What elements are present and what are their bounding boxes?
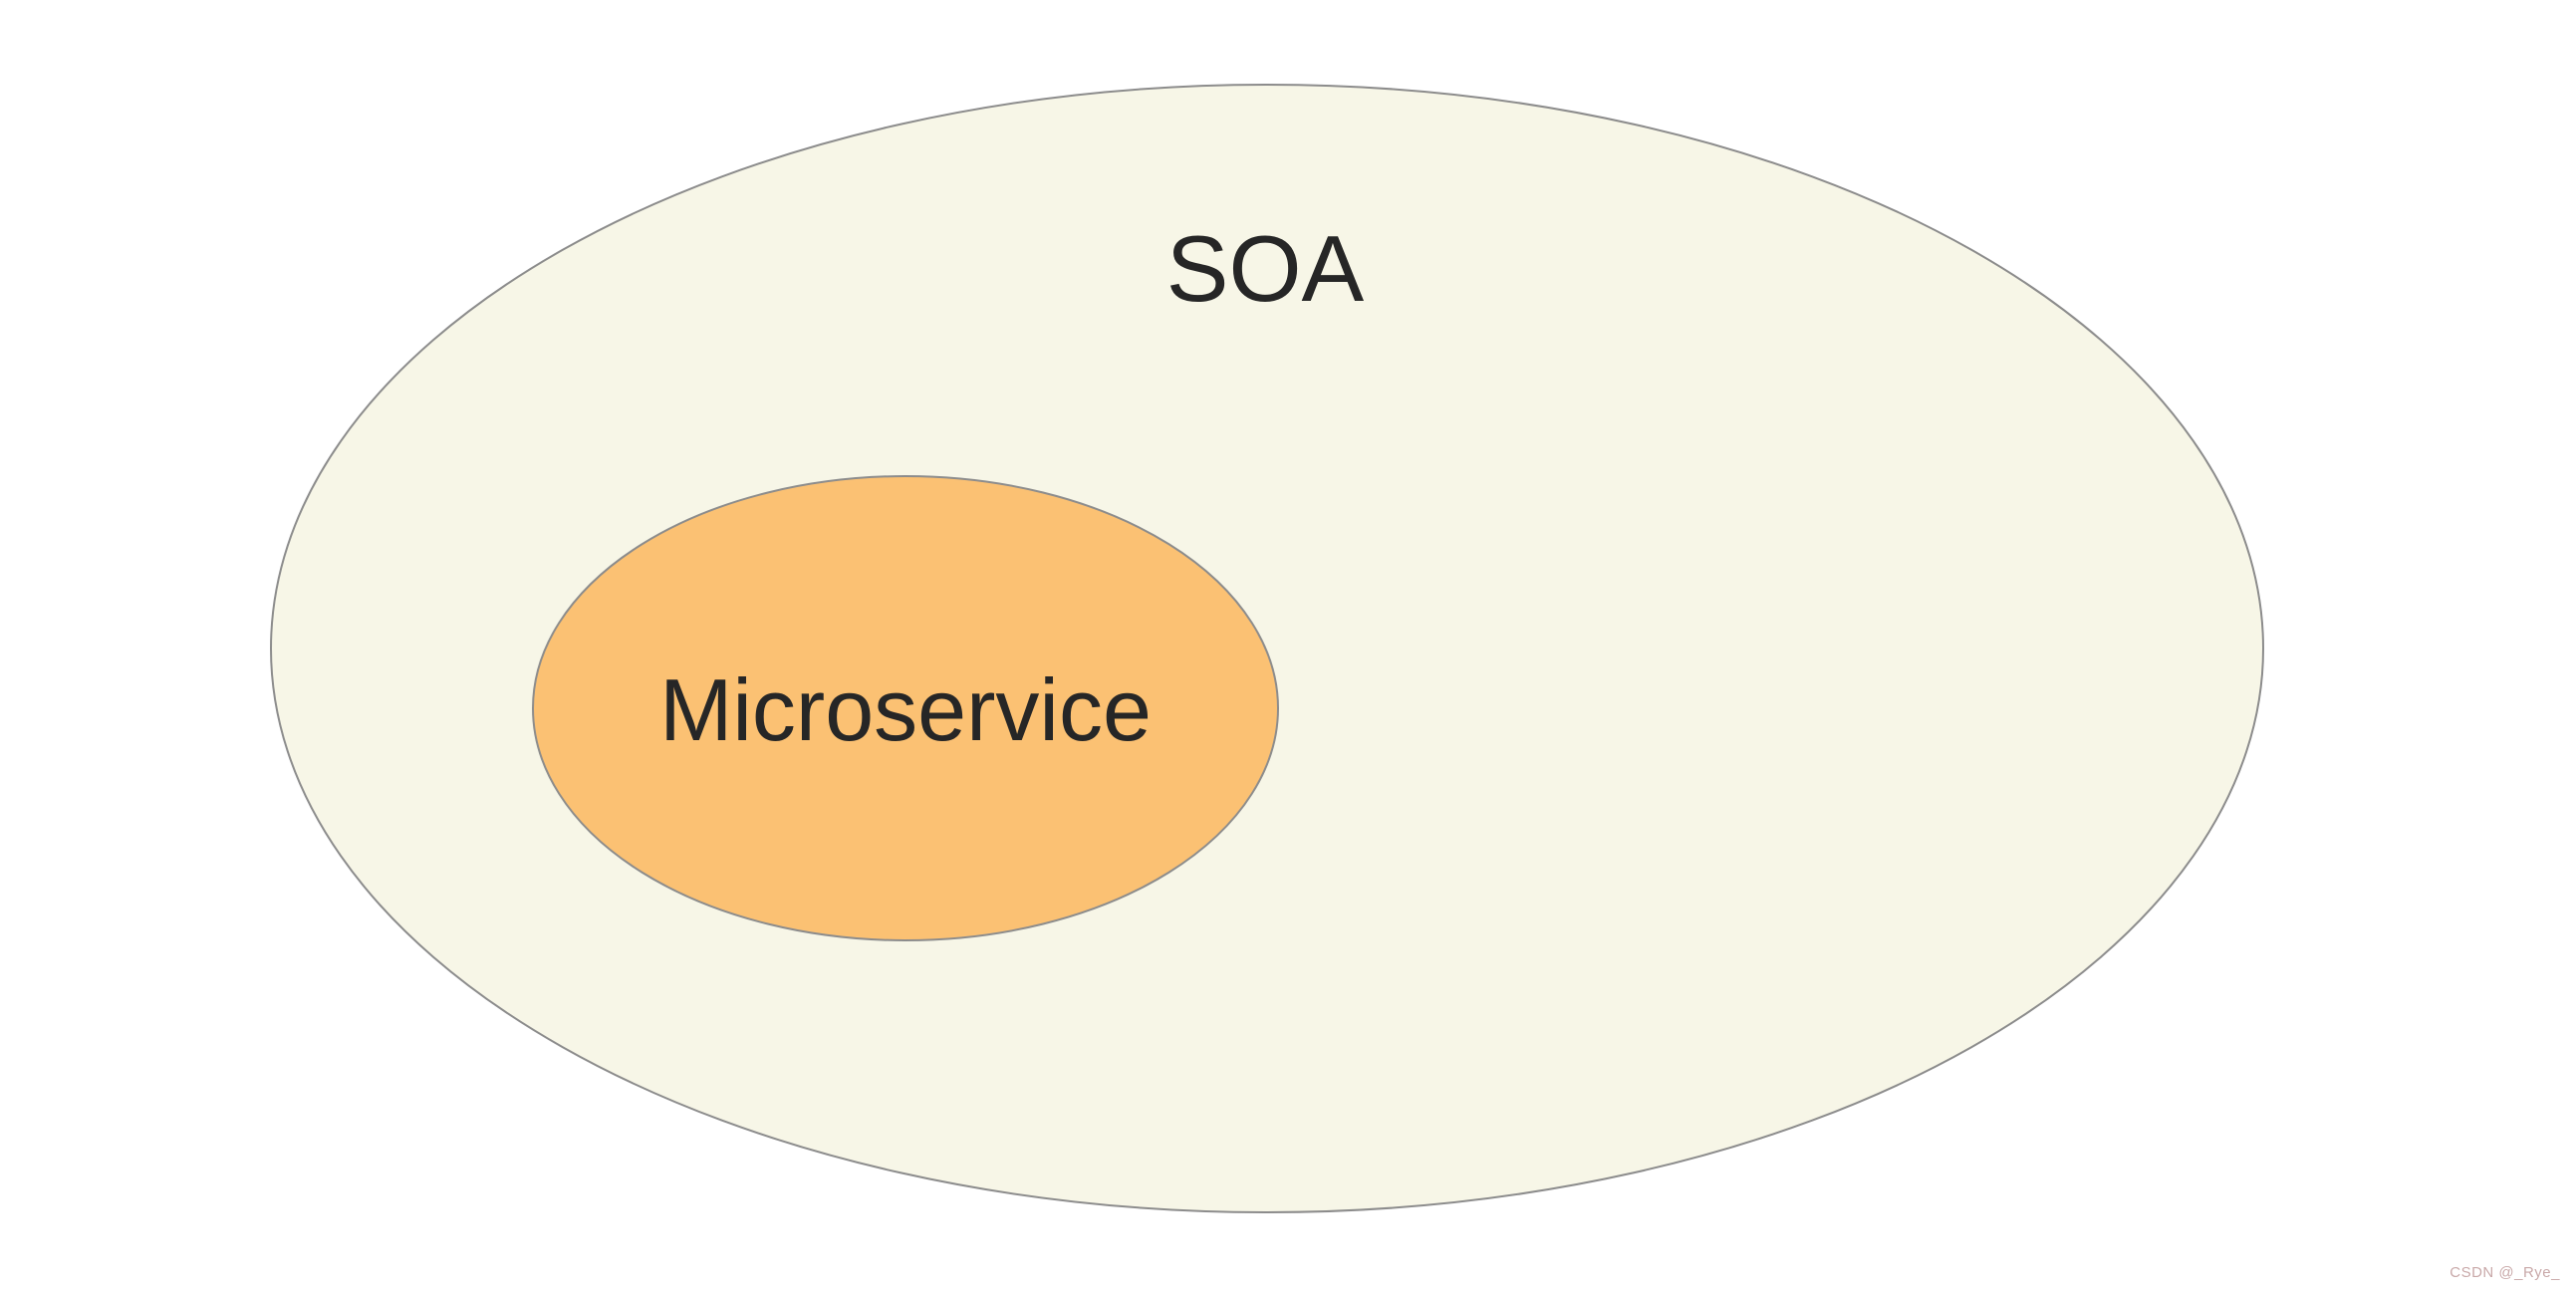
microservice-label: Microservice [659, 660, 1152, 759]
microservice-inner-ellipse [532, 475, 1279, 941]
soa-outer-ellipse [270, 84, 2264, 1213]
watermark-text: CSDN @_Rye_ [2449, 1264, 2560, 1281]
soa-label: SOA [1165, 216, 1365, 321]
